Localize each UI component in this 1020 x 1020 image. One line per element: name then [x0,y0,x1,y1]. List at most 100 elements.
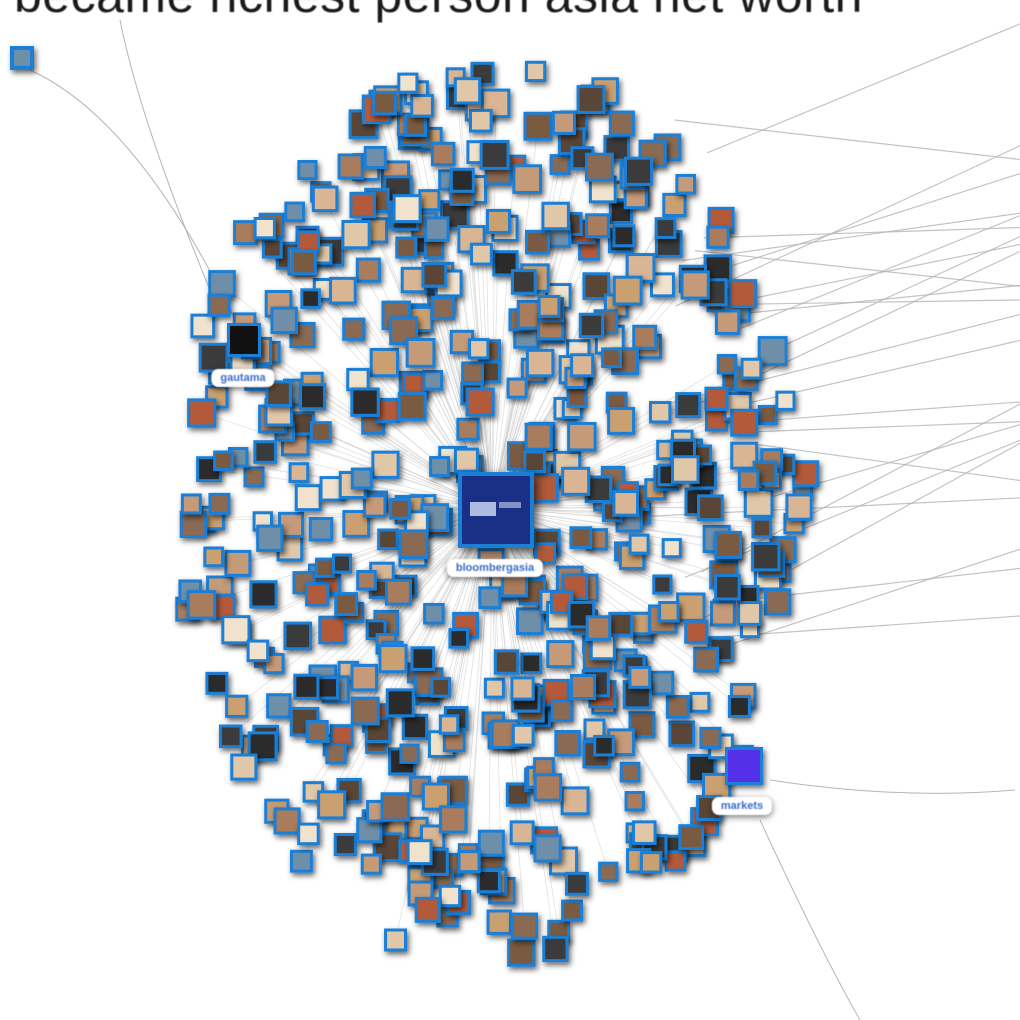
graph-node[interactable] [246,639,270,663]
graph-node[interactable] [541,201,570,231]
graph-node[interactable] [757,336,788,366]
graph-node[interactable] [740,357,763,380]
graph-node[interactable] [208,270,236,298]
graph-node[interactable] [483,677,505,699]
graph-node[interactable] [389,497,411,520]
graph-node[interactable] [406,839,433,866]
graph-node[interactable] [550,699,574,722]
graph-node[interactable] [410,93,434,118]
node-label-gautama[interactable]: gautama [211,369,275,387]
graph-node[interactable] [423,603,445,625]
graph-node[interactable] [203,546,225,568]
graph-node[interactable] [438,884,462,908]
graph-node[interactable] [680,270,710,300]
graph-node[interactable] [570,674,597,701]
graph-node[interactable] [727,695,751,718]
graph-node[interactable] [689,691,711,713]
graph-node[interactable] [566,386,588,408]
graph-node[interactable] [751,517,773,539]
graph-node[interactable] [478,586,502,610]
graph-node[interactable] [190,313,216,339]
graph-node[interactable] [549,154,571,175]
graph-node[interactable] [399,743,420,764]
graph-node[interactable] [716,353,738,375]
graph-node[interactable] [607,406,636,435]
graph-node[interactable] [384,578,412,606]
graph-node[interactable] [623,156,654,186]
graph-node[interactable] [486,909,512,935]
graph-node[interactable] [256,524,284,552]
graph-node[interactable] [253,216,276,240]
graph-node[interactable] [363,145,387,170]
graph-node[interactable] [377,528,399,551]
graph-node[interactable] [628,665,652,689]
graph-node[interactable] [465,387,495,417]
graph-node[interactable] [356,569,377,591]
graph-node[interactable] [317,790,347,820]
graph-node[interactable] [537,295,561,318]
graph-node[interactable] [661,538,682,559]
graph-node[interactable] [570,353,595,378]
graph-node[interactable] [468,108,493,133]
graph-node[interactable] [554,729,581,757]
graph-node[interactable] [510,912,539,940]
graph-node[interactable] [665,695,690,719]
graph-node[interactable] [266,693,292,719]
graph-node[interactable] [453,77,482,105]
graph-node[interactable] [449,167,475,193]
graph-node[interactable] [421,262,448,288]
graph-node[interactable] [705,408,729,432]
center-hub-node[interactable] [458,472,534,548]
graph-node[interactable] [249,580,278,609]
graph-node[interactable] [397,391,427,421]
graph-node[interactable] [714,573,741,601]
graph-node[interactable] [422,370,444,391]
graph-node[interactable] [346,367,370,392]
graph-node[interactable] [525,348,555,378]
graph-node[interactable] [567,421,597,452]
graph-node[interactable] [198,342,229,373]
graph-node[interactable] [421,782,450,811]
graph-node[interactable] [629,611,654,636]
graph-node[interactable] [438,714,460,735]
graph-node[interactable] [384,928,408,952]
graph-node[interactable] [350,696,380,726]
graph-node[interactable] [389,316,419,346]
graph-node[interactable] [205,671,229,695]
graph-node[interactable] [453,447,479,473]
graph-node[interactable] [224,549,252,577]
graph-node[interactable] [730,408,759,437]
graph-node[interactable] [418,189,441,212]
graph-node[interactable] [608,611,634,637]
graph-node[interactable] [291,249,317,276]
graph-node[interactable] [350,663,379,692]
graph-node[interactable] [509,820,535,846]
graph-node[interactable] [598,861,619,882]
graph-node[interactable] [561,899,583,922]
graph-node[interactable] [401,713,429,741]
graph-node[interactable] [546,640,575,669]
node-label-bloombergasia[interactable]: bloombergasia [446,559,544,577]
graph-node[interactable] [675,392,702,419]
graph-node[interactable] [561,466,591,496]
graph-node[interactable] [632,820,657,845]
graph-node[interactable] [342,317,366,341]
graph-node[interactable] [309,421,332,444]
graph-node[interactable] [413,667,444,697]
graph-node[interactable] [668,720,696,748]
graph-node[interactable] [404,113,427,137]
graph-node[interactable] [372,90,397,116]
graph-node[interactable] [710,600,736,627]
graph-node[interactable] [385,688,415,718]
graph-node[interactable] [300,288,321,309]
graph-node[interactable] [442,729,466,753]
graph-node[interactable] [371,450,400,479]
graph-node[interactable] [297,822,320,846]
graph-node[interactable] [628,533,650,555]
graph-node[interactable] [380,792,410,822]
graph-node[interactable] [512,164,543,194]
graph-node[interactable] [510,269,537,295]
graph-node[interactable] [461,361,484,385]
graph-node[interactable] [585,615,612,641]
graph-node[interactable] [329,724,354,748]
